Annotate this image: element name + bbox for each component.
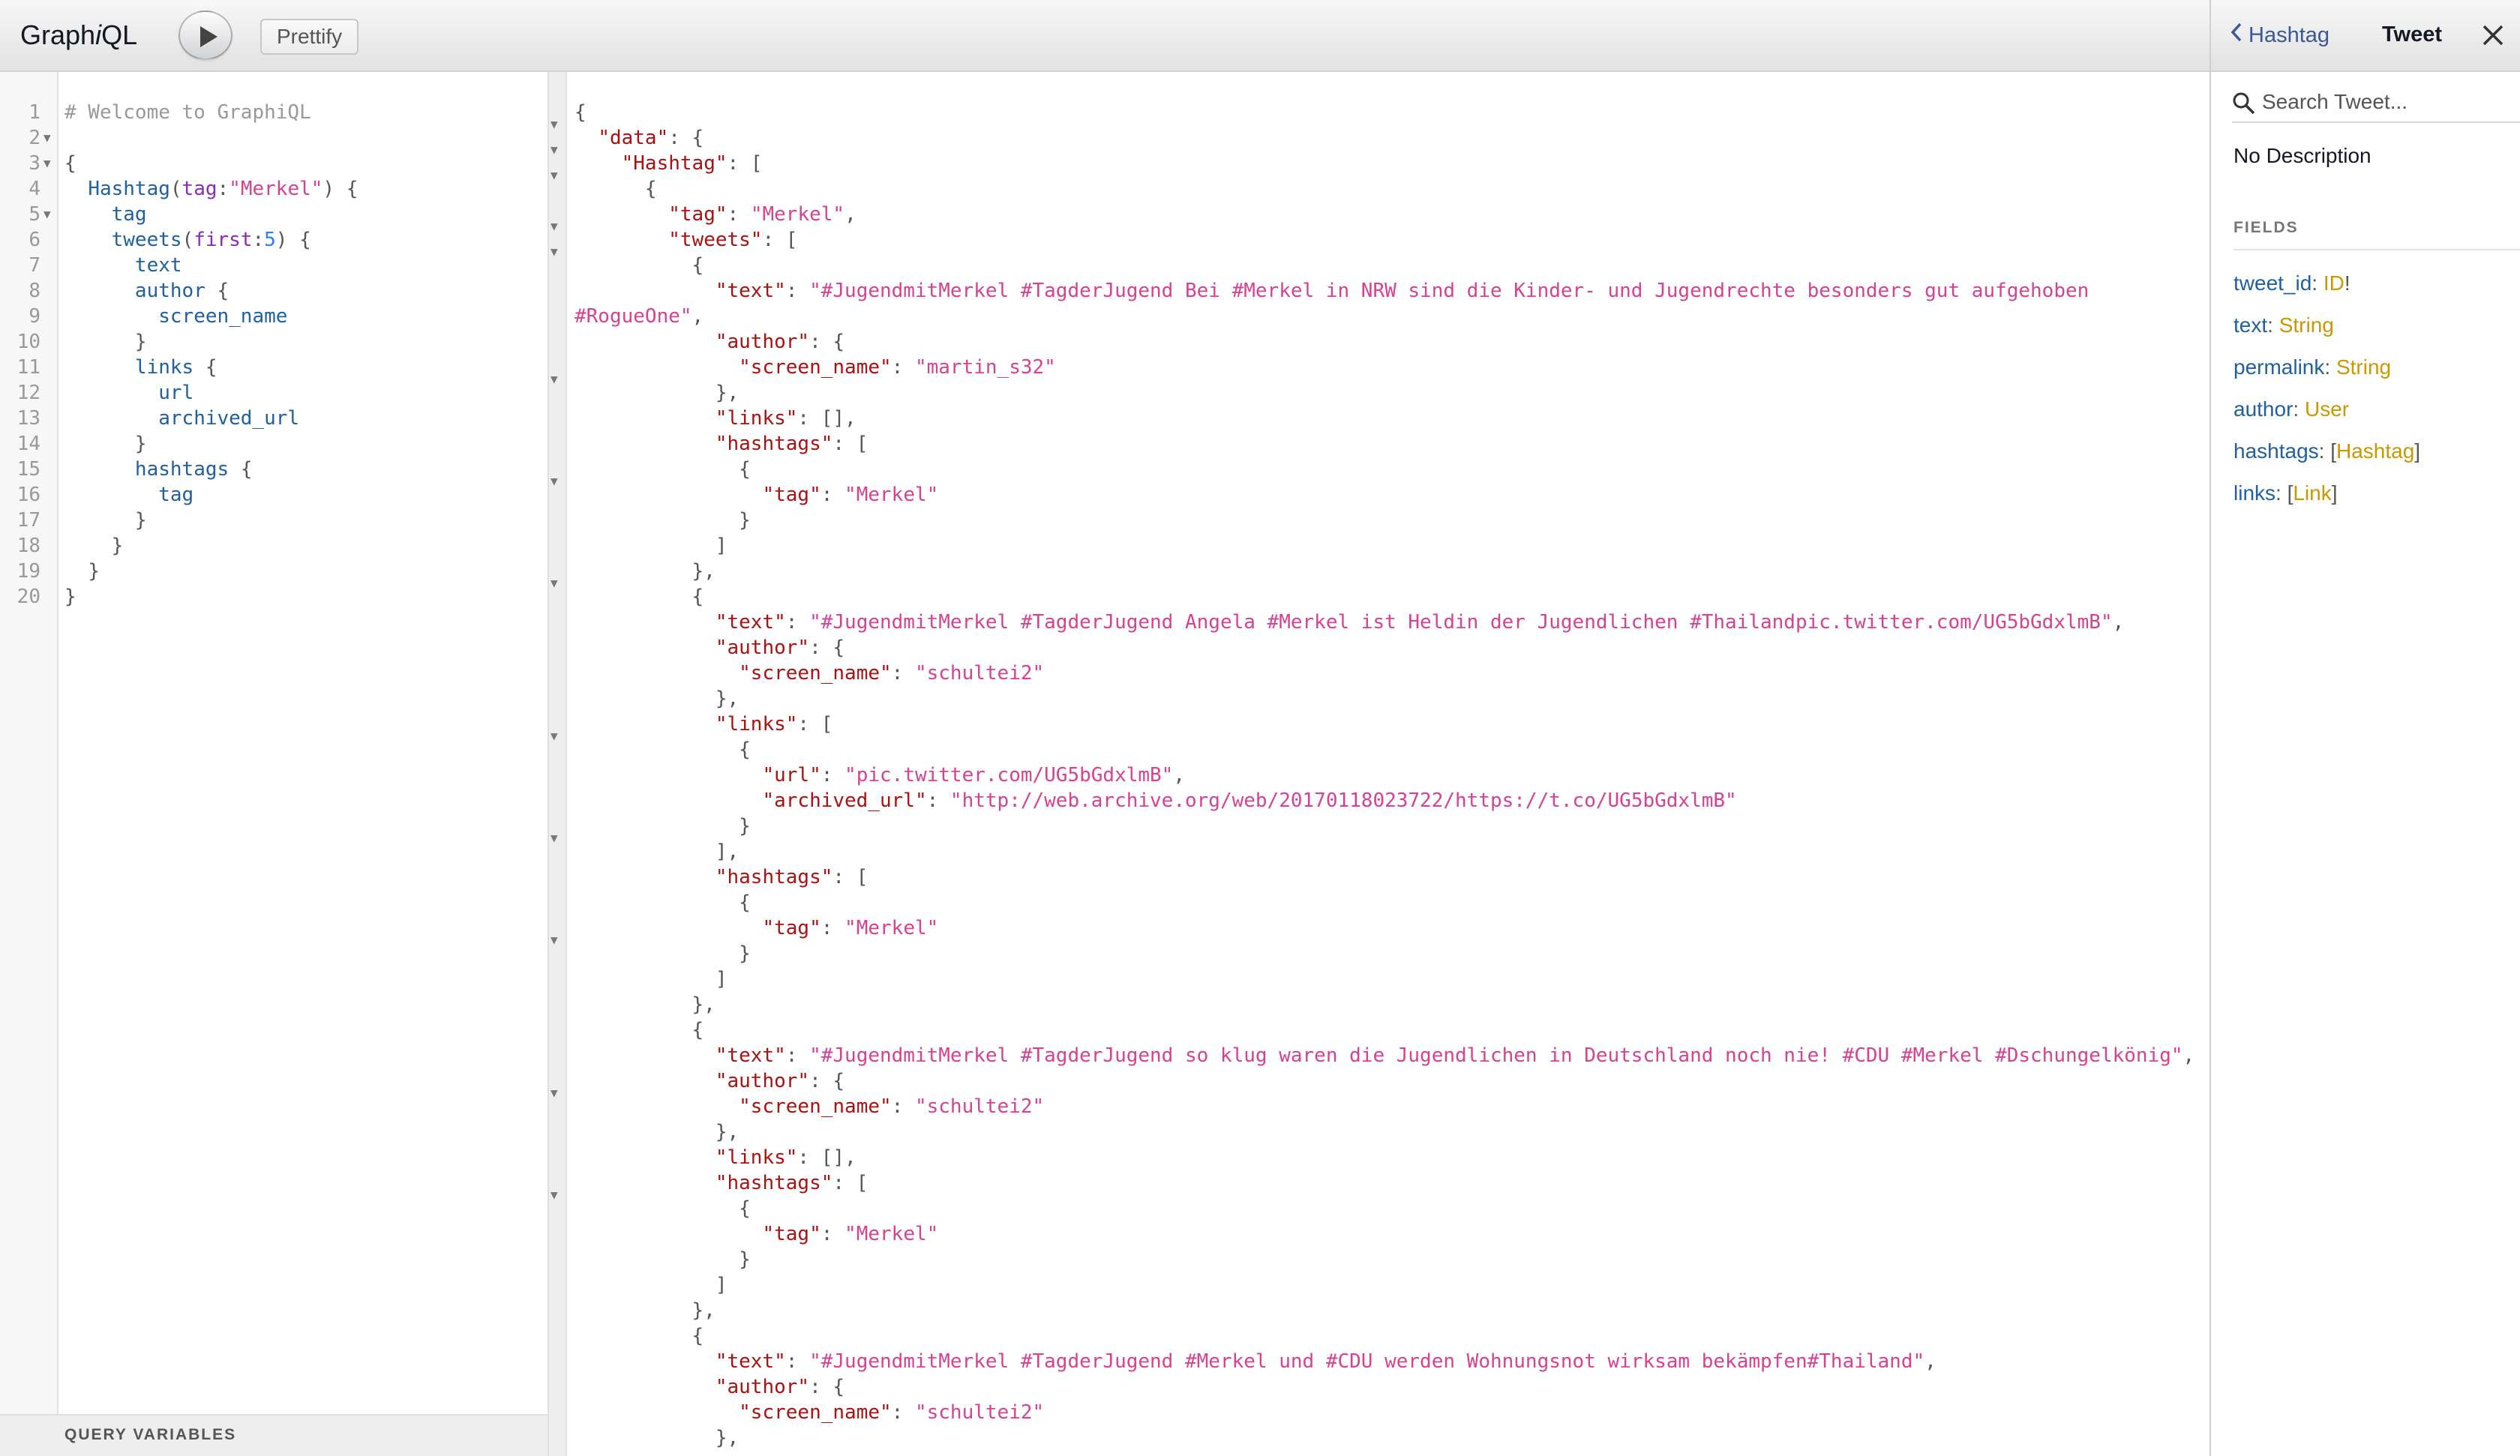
docs-explorer: Hashtag Tweet No Description FIELDS twee… <box>2210 0 2520 1456</box>
fields-list: tweet_id: ID! text: String permalink: St… <box>2234 270 2420 522</box>
field-tweet-id: tweet_id: ID! <box>2234 271 2350 295</box>
docs-search <box>2232 84 2520 123</box>
prettify-button[interactable]: Prettify <box>260 19 359 55</box>
field-hashtags: hashtags: [Hashtag] <box>2234 439 2421 463</box>
line-number-gutter <box>0 72 58 1414</box>
execute-query-button[interactable] <box>178 10 232 60</box>
editor-resize-handle[interactable] <box>548 72 567 1456</box>
field-name[interactable]: permalink <box>2234 355 2325 379</box>
docs-back-button[interactable]: Hashtag <box>2230 22 2330 48</box>
docs-search-input[interactable] <box>2262 88 2510 115</box>
docs-header: Hashtag Tweet <box>2211 0 2520 72</box>
field-name[interactable]: author <box>2234 397 2294 421</box>
field-name[interactable]: links <box>2234 481 2276 505</box>
field-type[interactable]: Hashtag <box>2336 439 2415 463</box>
field-text: text: String <box>2234 313 2334 337</box>
chevron-left-icon <box>2230 22 2242 42</box>
field-name[interactable]: text <box>2234 313 2268 337</box>
search-icon <box>2233 92 2255 115</box>
close-icon[interactable] <box>2480 22 2506 48</box>
field-type[interactable]: String <box>2278 313 2334 337</box>
field-type[interactable]: User <box>2304 397 2350 421</box>
field-links: links: [Link] <box>2234 481 2338 505</box>
line-numbers: 1 2 3 4 5 6 7 8 9 10 11 12 13 14 15 16 1… <box>16 101 40 608</box>
docs-title: Tweet <box>2382 22 2443 46</box>
query-code[interactable]: # Welcome to GraphiQL { Hashtag(tag:"Mer… <box>64 101 358 608</box>
query-editor[interactable]: 1 2 3 4 5 6 7 8 9 10 11 12 13 14 15 16 1… <box>0 72 548 1456</box>
field-type[interactable]: Link <box>2293 481 2332 505</box>
fields-section-title: FIELDS <box>2234 219 2520 250</box>
result-json: { "data": { "Hashtag": [ { "tag": "Merke… <box>574 101 2195 1449</box>
field-name[interactable]: hashtags <box>2234 439 2319 463</box>
query-variables-toggle[interactable]: QUERY VARIABLES <box>0 1414 548 1456</box>
field-type[interactable]: String <box>2336 355 2392 379</box>
field-author: author: User <box>2234 397 2350 421</box>
app-title: GraphiQL <box>20 19 138 50</box>
field-type[interactable]: ID <box>2323 271 2344 295</box>
type-description: No Description <box>2234 144 2372 167</box>
field-name[interactable]: tweet_id <box>2234 271 2312 295</box>
field-permalink: permalink: String <box>2234 355 2392 379</box>
fold-markers[interactable]: ▼ ▼ ▼ <box>44 130 51 221</box>
play-icon <box>200 26 218 47</box>
result-fold-markers[interactable]: ▼ ▼ ▼ ▼ ▼ ▼ ▼ ▼ ▼ ▼ ▼ ▼ ▼ <box>550 117 558 1202</box>
toolbar: GraphiQL Prettify <box>0 0 2210 72</box>
result-viewer: { "data": { "Hashtag": [ { "tag": "Merke… <box>567 72 2210 1456</box>
